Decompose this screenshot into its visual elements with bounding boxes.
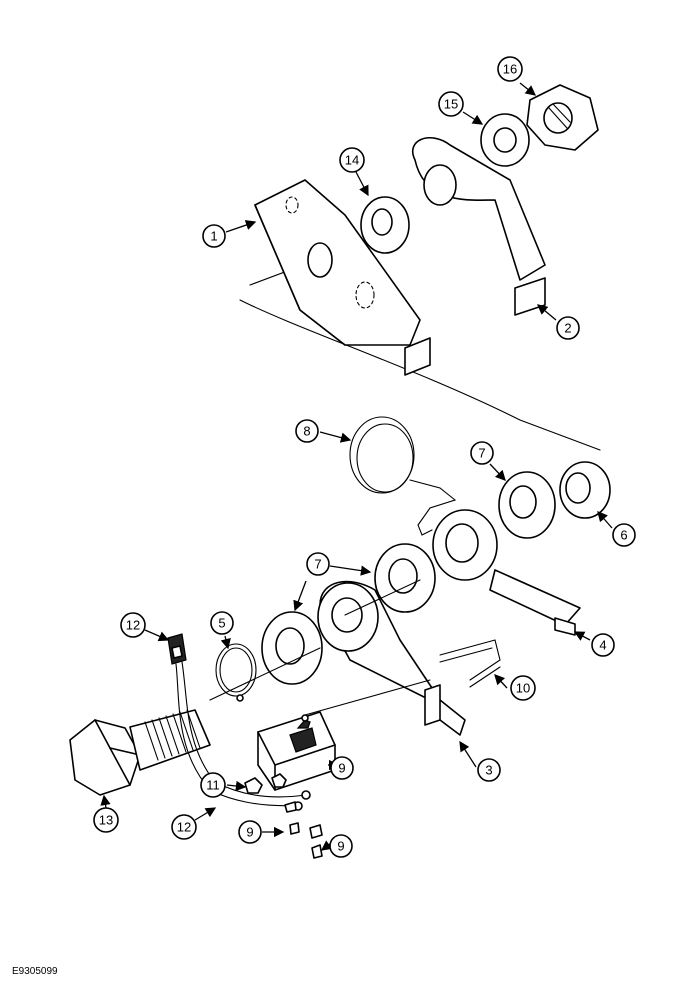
hex-bolt (69, 709, 211, 796)
washer-top (480, 113, 530, 167)
svg-text:3: 3 (485, 763, 492, 778)
svg-text:11: 11 (206, 778, 220, 793)
washer-right (498, 471, 556, 539)
svg-text:16: 16 (503, 62, 517, 77)
callout-9-block: 9 (330, 756, 354, 780)
pedal-lever (317, 580, 466, 736)
svg-text:9: 9 (338, 761, 345, 776)
callout-7-left: 7 (306, 552, 330, 576)
svg-text:5: 5 (218, 616, 225, 631)
svg-text:9: 9 (246, 825, 253, 840)
switch-block (257, 679, 431, 791)
svg-text:12: 12 (177, 820, 191, 835)
callout-6: 6 (612, 523, 636, 547)
flanged-bushing (559, 461, 611, 519)
washer-left (261, 611, 323, 685)
callout-10: 10 (510, 675, 536, 701)
svg-text:12: 12 (126, 618, 140, 633)
svg-text:8: 8 (303, 424, 310, 439)
svg-text:14: 14 (345, 153, 359, 168)
spacer-bushing (360, 196, 410, 254)
lever-plate (432, 509, 581, 636)
retaining-ring (215, 643, 257, 702)
svg-text:9: 9 (337, 839, 344, 854)
callout-2: 2 (556, 316, 580, 340)
u-rod (439, 639, 501, 688)
callout-8: 8 (295, 419, 319, 443)
callout-9-lower-left: 9 (238, 820, 262, 844)
callout-14: 14 (339, 147, 365, 173)
callout-3: 3 (477, 758, 501, 782)
callout-9-lower-right: 9 (329, 834, 353, 858)
assembly-line (239, 299, 601, 451)
svg-text:2: 2 (564, 321, 571, 336)
mounting-bracket (254, 179, 431, 376)
torsion-spring (349, 416, 457, 536)
callout-13: 13 (93, 807, 119, 833)
callout-7-right: 7 (470, 441, 494, 465)
svg-text:6: 6 (620, 528, 627, 543)
washer-middle (374, 543, 436, 613)
callout-12-top: 12 (120, 612, 146, 638)
svg-text:1: 1 (210, 229, 217, 244)
svg-text:7: 7 (314, 557, 321, 572)
callout-11: 11 (200, 772, 226, 798)
callout-1: 1 (202, 224, 226, 248)
svg-text:4: 4 (599, 638, 606, 653)
callout-5: 5 (210, 611, 234, 635)
hex-nut (526, 84, 599, 151)
svg-text:7: 7 (478, 446, 485, 461)
callout-15: 15 (438, 91, 464, 117)
pedal-arm-plate (412, 136, 546, 316)
callout-12-bottom: 12 (171, 814, 197, 840)
svg-text:13: 13 (99, 813, 113, 828)
svg-text:10: 10 (516, 681, 530, 696)
figure-id: E9305099 (12, 966, 58, 977)
callout-4: 4 (591, 633, 615, 657)
callout-16: 16 (497, 56, 523, 82)
small-screws (244, 773, 323, 859)
svg-text:15: 15 (444, 97, 458, 112)
